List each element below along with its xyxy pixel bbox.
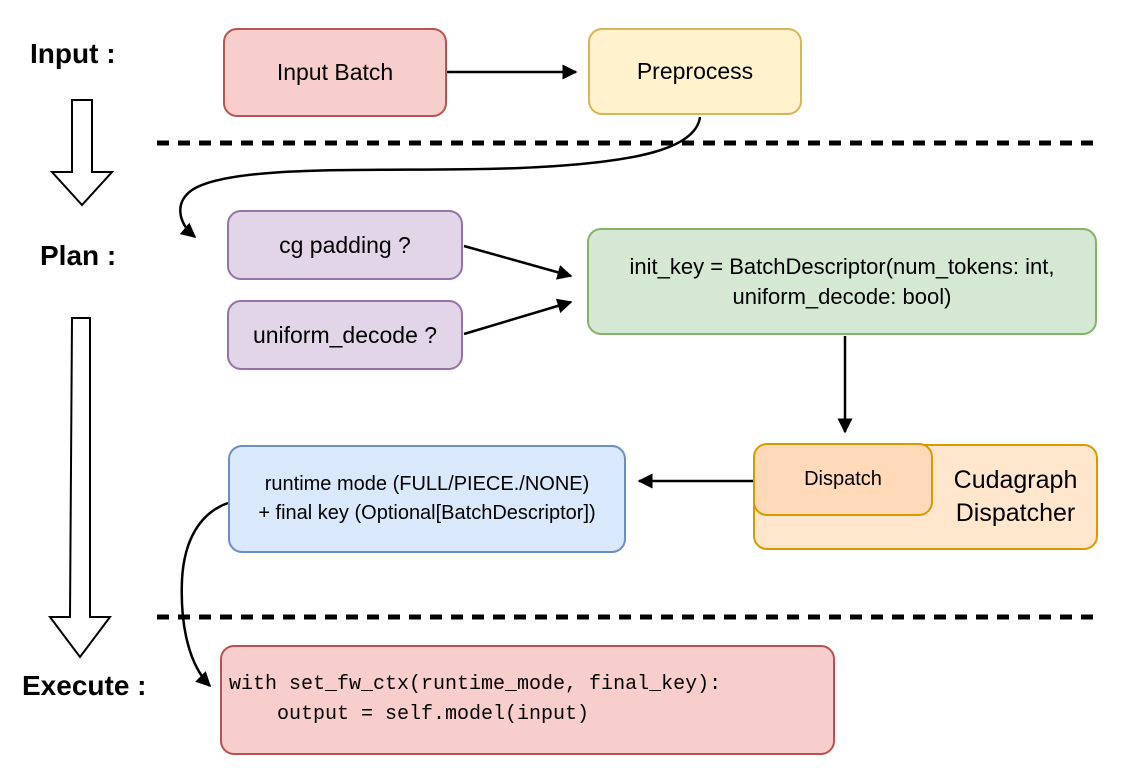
- plan-section-down-arrow-icon: [48, 317, 112, 659]
- connector-uniform-decode-to-init-key: [463, 298, 573, 336]
- input-batch-label: Input Batch: [276, 59, 394, 86]
- cudagraph-dispatcher-line-2: Dispatcher: [955, 499, 1076, 527]
- input-section-label: Input :: [30, 38, 116, 69]
- execute-code-line-2: output = self.model(input): [229, 703, 590, 726]
- input-section-down-arrow-icon: [49, 99, 115, 207]
- init-key-line-1: init_key = BatchDescriptor(num_tokens: i…: [629, 253, 1055, 279]
- cudagraph-dispatcher-label: Cudagraph Dispatcher: [933, 444, 1098, 550]
- runtime-mode-node: runtime mode (FULL/PIECE./NONE) + final …: [228, 445, 626, 553]
- connector-cg-padding-to-init-key: [463, 244, 573, 280]
- uniform-decode-node: uniform_decode ?: [227, 300, 463, 370]
- execute-code-line-1: with set_fw_ctx(runtime_mode, final_key)…: [229, 673, 722, 696]
- connector-preprocess-to-cg-padding: [179, 116, 702, 238]
- cg-padding-label: cg padding ?: [279, 231, 411, 258]
- preprocess-label: Preprocess: [636, 58, 754, 85]
- dispatch-label: Dispatch: [804, 468, 882, 490]
- runtime-mode-line-2: + final key (Optional[BatchDescriptor]): [258, 502, 596, 524]
- init-key-node: init_key = BatchDescriptor(num_tokens: i…: [587, 228, 1097, 335]
- execute-section-label: Execute :: [22, 670, 147, 701]
- runtime-mode-line-1: runtime mode (FULL/PIECE./NONE): [264, 473, 590, 495]
- init-key-line-2: uniform_decode: bool): [732, 283, 952, 309]
- dispatch-node: Dispatch: [753, 443, 933, 516]
- cg-padding-node: cg padding ?: [227, 210, 463, 280]
- plan-section-label: Plan :: [40, 240, 117, 271]
- preprocess-node: Preprocess: [588, 28, 802, 115]
- uniform-decode-label: uniform_decode ?: [252, 321, 438, 348]
- cudagraph-dispatcher-line-1: Cudagraph: [953, 466, 1078, 494]
- connector-runtime-mode-to-execute-code: [180, 501, 229, 688]
- input-batch-node: Input Batch: [223, 28, 447, 117]
- execute-code-node: with set_fw_ctx(runtime_mode, final_key)…: [220, 645, 835, 755]
